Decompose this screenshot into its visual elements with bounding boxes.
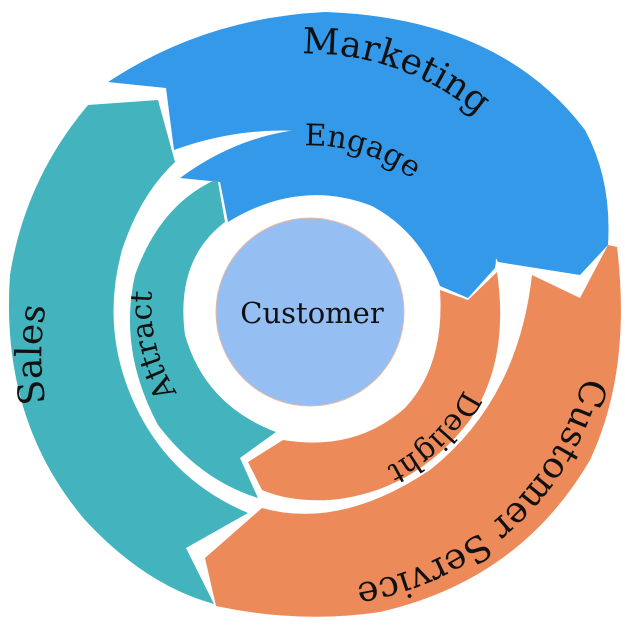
marketing-segment (108, 12, 609, 275)
sales-segment (8, 100, 248, 604)
engage-segment (180, 128, 496, 298)
customer-label: Customer (240, 296, 384, 330)
sales-label: Sales (9, 301, 54, 407)
customer-service-segment (205, 245, 621, 617)
svg-text:Sales: Sales (9, 301, 54, 407)
customer-circle (215, 217, 405, 407)
attract-segment (129, 180, 276, 498)
delight-segment (248, 272, 501, 501)
